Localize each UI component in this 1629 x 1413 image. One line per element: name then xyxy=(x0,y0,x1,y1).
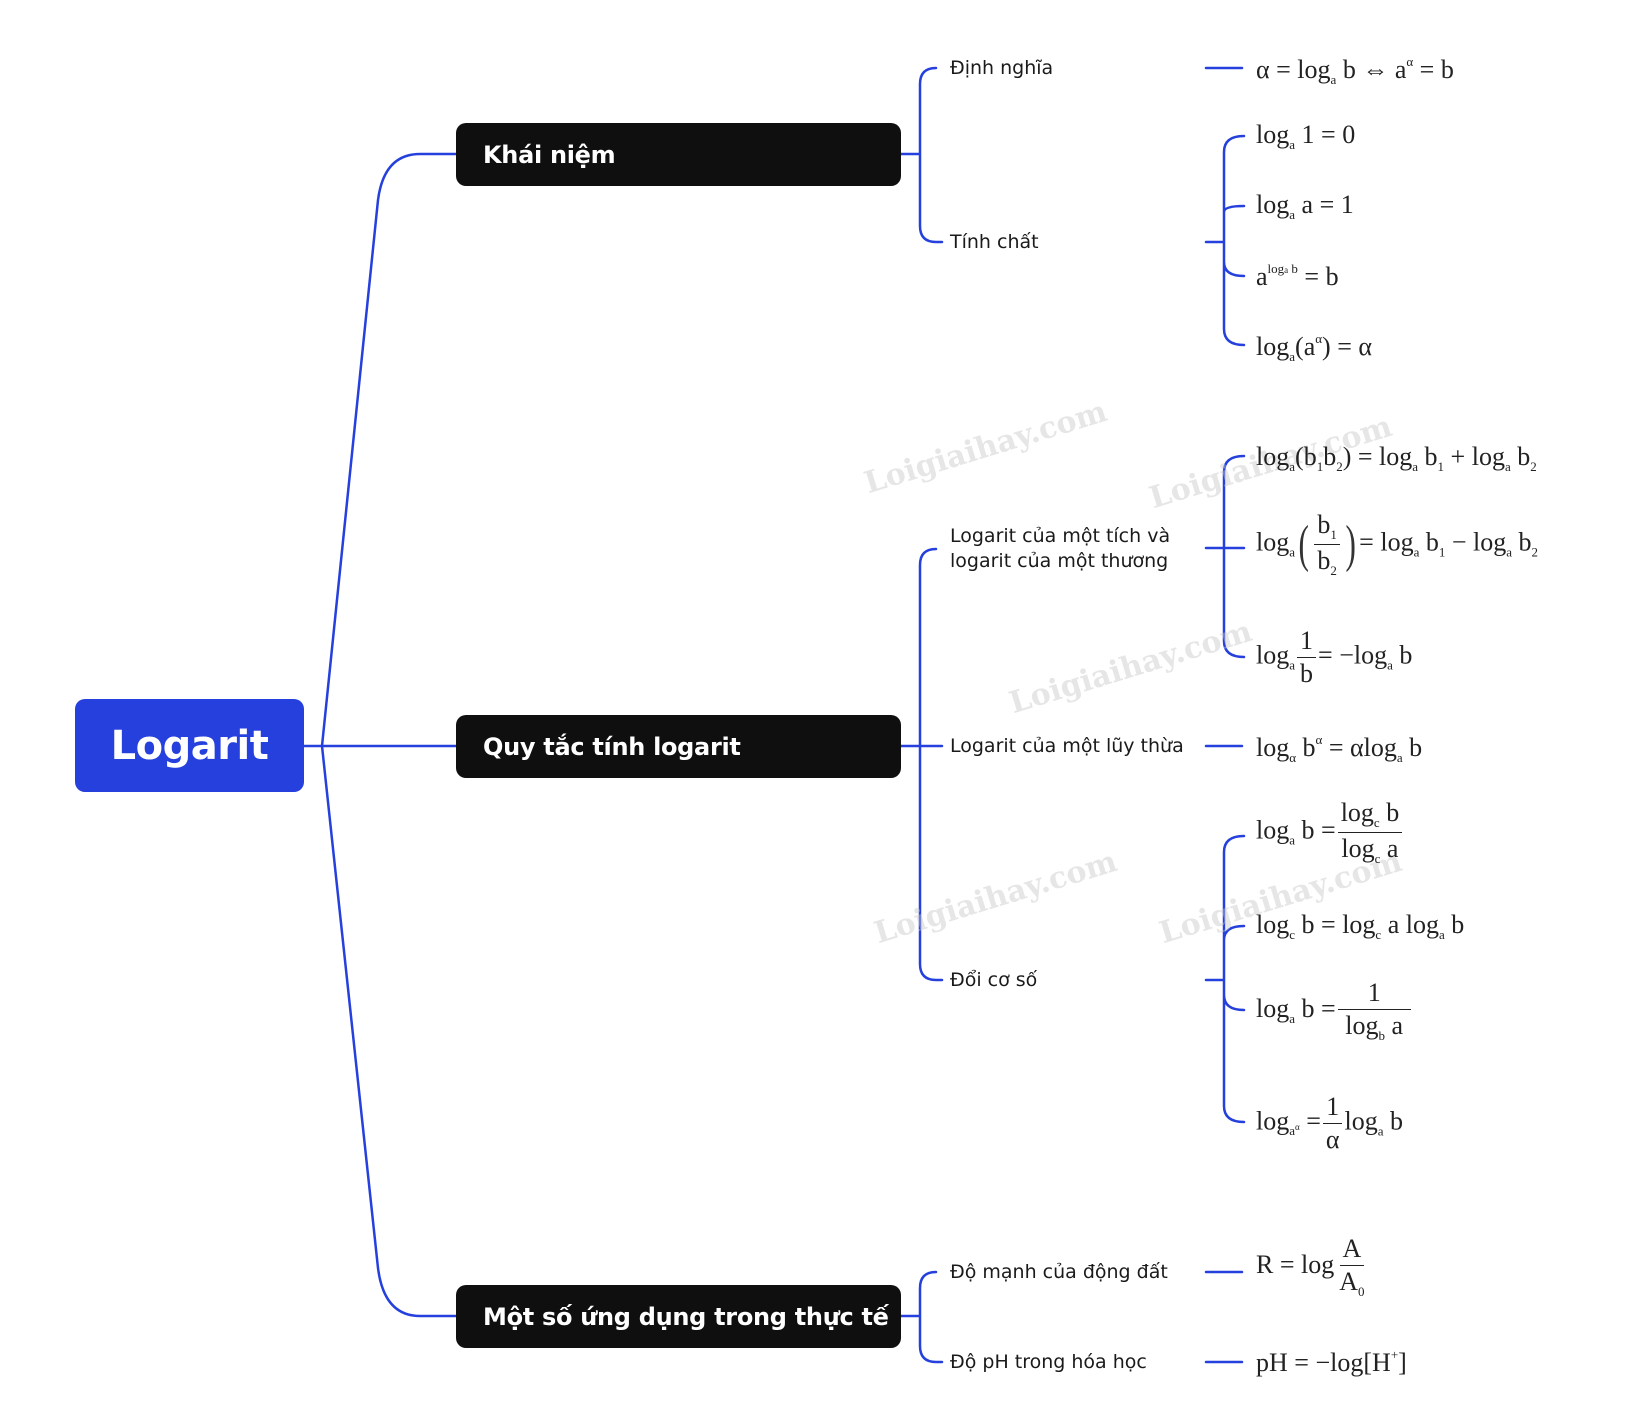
formula-log-a-a: loga a = 1 xyxy=(1256,190,1354,222)
bracket-doi-co-so xyxy=(1204,834,1246,1124)
label-ph[interactable]: Độ pH trong hóa học xyxy=(950,1351,1147,1373)
label-dinh-nghia[interactable]: Định nghĩa xyxy=(950,57,1054,79)
bracket-khai-niem xyxy=(899,66,944,244)
label-luy-thua[interactable]: Logarit của một lũy thừa xyxy=(950,735,1184,757)
connector-ung-dung xyxy=(320,744,458,1318)
label-tinh-chat[interactable]: Tính chất xyxy=(950,231,1039,253)
label-dong-dat[interactable]: Độ mạnh của động đất xyxy=(950,1261,1168,1283)
formula-log-a-1: loga 1 = 0 xyxy=(1256,120,1356,152)
node-label: Khái niệm xyxy=(483,140,616,169)
formula-log-a-pow: loga(aα) = α xyxy=(1256,331,1373,364)
root-label: Logarit xyxy=(110,722,269,769)
formula-definition: α = loga b ⇔ aα = b xyxy=(1256,54,1454,87)
label-tich-thuong[interactable]: Logarit của một tích và logarit của một … xyxy=(950,524,1170,574)
node-ung-dung-thuc-te[interactable]: Một số ứng dụng trong thực tế xyxy=(456,1285,901,1348)
label-line: logarit của một thương xyxy=(950,550,1169,572)
bracket-quy-tac xyxy=(899,547,944,982)
connector-khai-niem xyxy=(320,152,458,748)
node-label: Một số ứng dụng trong thực tế xyxy=(483,1302,889,1331)
node-label: Quy tắc tính logarit xyxy=(483,732,741,761)
formula-a-pow-log: aloga b = b xyxy=(1256,261,1339,291)
node-khai-niem[interactable]: Khái niệm xyxy=(456,123,901,186)
node-quy-tac-tinh-logarit[interactable]: Quy tắc tính logarit xyxy=(456,715,901,778)
bracket-tich-thuong xyxy=(1204,454,1246,659)
formula-ph: pH = −log[H+] xyxy=(1256,1347,1407,1377)
bracket-tinh-chat xyxy=(1204,134,1246,347)
formula-log-product: loga(b1b2) = loga b1 + loga b2 xyxy=(1256,442,1537,474)
root-node-logarit[interactable]: Logarit xyxy=(75,699,304,792)
label-doi-co-so[interactable]: Đổi cơ số xyxy=(950,969,1038,991)
formula-log-power: logα bα = αloga b xyxy=(1256,732,1423,765)
bracket-ung-dung xyxy=(899,1270,944,1364)
formula-change-base-product: logc b = logc a loga b xyxy=(1256,910,1465,942)
label-line: Logarit của một tích và xyxy=(950,525,1171,547)
